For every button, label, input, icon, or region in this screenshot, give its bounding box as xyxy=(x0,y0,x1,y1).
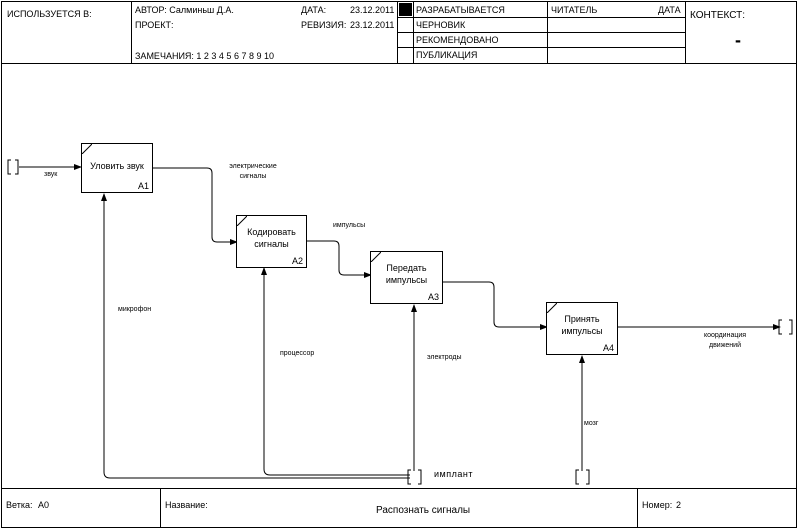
label-sound: звук xyxy=(44,171,58,178)
label-impulses: импульсы xyxy=(333,222,366,229)
number-value: 2 xyxy=(676,500,682,510)
corner-mark xyxy=(371,252,381,262)
context-label: КОНТЕКСТ: xyxy=(690,10,745,21)
tunnel-brain-right xyxy=(586,469,590,485)
revision-label: РЕВИЗИЯ: xyxy=(301,20,347,30)
activity-number: A1 xyxy=(137,181,149,191)
activity-title-line-2: импульсы xyxy=(385,275,428,285)
label-coordination-1: координация xyxy=(703,332,747,339)
arrow-microphone xyxy=(101,193,410,479)
activity-title-line-1: Передать xyxy=(386,263,427,273)
notes-field: ЗАМЕЧАНИЯ: 1 2 3 4 5 6 7 8 9 10 xyxy=(135,51,274,61)
header-row-line-3 xyxy=(397,47,685,48)
arrow-electric-signals xyxy=(153,167,238,245)
header-divider-1 xyxy=(131,1,132,63)
date-label: ДАТА: xyxy=(301,5,327,15)
activity-box-a3[interactable]: Передать импульсы A3 xyxy=(370,251,443,304)
corner-mark xyxy=(82,144,92,154)
tunnel-out-left xyxy=(778,319,782,335)
used-in-label: ИСПОЛЬЗУЕТСЯ В: xyxy=(7,9,92,19)
activity-box-a4[interactable]: Принять импульсы A4 xyxy=(546,302,618,355)
revision-value: 23.12.2011 xyxy=(350,20,395,30)
footer-top-line xyxy=(1,488,797,489)
status-publication: ПУБЛИКАЦИЯ xyxy=(416,50,478,60)
tunnel-sound-right xyxy=(15,159,19,175)
label-microphone: микрофон xyxy=(118,306,152,313)
status-marker xyxy=(399,3,412,16)
arrow-impulses xyxy=(307,240,372,278)
project-field: ПРОЕКТ: xyxy=(135,20,174,30)
status-working: РАЗРАБАТЫВАЕТСЯ xyxy=(416,5,505,15)
name-label: Название: xyxy=(165,500,208,510)
label-processor: процессор xyxy=(280,350,315,357)
date-value: 23.12.2011 xyxy=(350,5,395,15)
activity-title-line-2: сигналы xyxy=(254,239,289,249)
label-brain: мозг xyxy=(584,420,599,427)
activity-title-line-2: импульсы xyxy=(561,326,603,336)
activity-number: A4 xyxy=(602,343,614,353)
label-electrodes: электроды xyxy=(427,354,462,361)
label-coordination-2: движений xyxy=(709,342,741,349)
header-bottom-line xyxy=(1,63,797,64)
reader-label: ЧИТАТЕЛЬ xyxy=(551,5,598,15)
activity-title: Уловить звук xyxy=(90,161,144,171)
activity-box-a2[interactable]: Кодировать сигналы A2 xyxy=(236,215,307,268)
footer-divider-2 xyxy=(637,488,638,528)
tunnel-brain-left xyxy=(575,469,579,485)
reader-date-label: ДАТА xyxy=(658,5,681,15)
context-value: - xyxy=(735,30,741,50)
arrow-impulses-2 xyxy=(443,281,548,330)
activity-number: A3 xyxy=(427,292,439,302)
status-recommended: РЕКОМЕНДОВАНО xyxy=(416,35,499,45)
activity-title-line-1: Кодировать xyxy=(247,227,296,237)
header-row-line-2 xyxy=(397,32,685,33)
diagram-name: Распознать сигналы xyxy=(376,505,471,516)
header-row-line-1 xyxy=(397,17,685,18)
corner-mark xyxy=(237,216,247,226)
label-implant: имплант xyxy=(434,469,473,479)
header-divider-5 xyxy=(685,1,686,63)
node-label: Ветка: xyxy=(6,500,33,510)
tunnel-sound-left xyxy=(7,159,11,175)
corner-mark xyxy=(547,303,557,313)
footer-divider-1 xyxy=(160,488,161,528)
number-label: Номер: xyxy=(642,500,673,510)
arrow-processor xyxy=(261,267,410,476)
tunnel-out-right xyxy=(789,319,793,335)
tunnel-implant-left xyxy=(407,469,411,485)
label-electric-signals-1: электрические xyxy=(229,163,277,170)
status-draft: ЧЕРНОВИК xyxy=(416,20,466,30)
label-electric-signals-2: сигналы xyxy=(239,173,267,180)
tunnel-implant-right xyxy=(418,469,422,485)
author-field: АВТОР: Салминьш Д.А. xyxy=(135,5,234,15)
activity-title-line-1: Принять xyxy=(564,314,600,324)
node-value: A0 xyxy=(38,500,50,510)
activity-number: A2 xyxy=(291,256,303,266)
activity-box-a1[interactable]: Уловить звук A1 xyxy=(81,143,153,193)
